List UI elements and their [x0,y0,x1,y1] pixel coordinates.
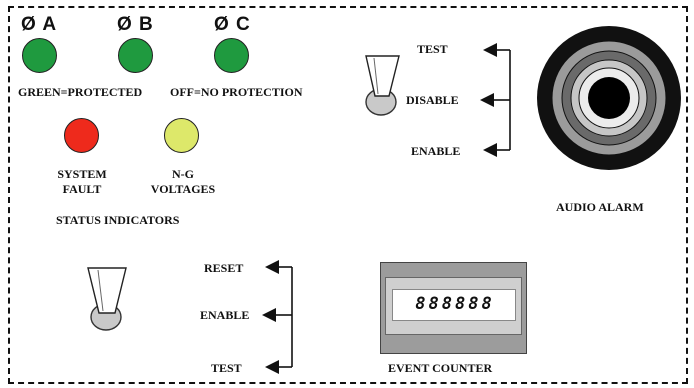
counter-digits: 888888 [415,294,495,314]
phase-b-label: Ø B [117,14,154,35]
counter-switch-test-label: TEST [211,361,242,375]
phase-b-led [118,38,153,73]
ng-voltages-label: N-G VOLTAGES [150,167,216,196]
phase-c-led [214,38,249,73]
panel-border [8,6,688,384]
phase-a-label: Ø A [21,14,58,35]
event-counter: 888888 [380,262,527,354]
phase-c-label: Ø C [214,14,251,35]
status-indicators-title: STATUS INDICATORS [56,213,180,227]
system-fault-led [64,118,99,153]
phase-a-led [22,38,57,73]
legend-green: GREEN=PROTECTED [18,85,143,99]
alarm-switch-arrows [480,43,511,157]
counter-display: 888888 [392,289,516,321]
system-fault-label: SYSTEM FAULT [57,167,107,196]
counter-toggle-switch[interactable] [87,267,127,331]
alarm-switch-disable-label: DISABLE [406,93,459,107]
ng-voltages-led [164,118,199,153]
alarm-switch-test-label: TEST [417,42,448,56]
audio-alarm-label: AUDIO ALARM [556,200,644,214]
legend-off: OFF=NO PROTECTION [170,85,303,99]
audio-alarm-speaker [537,26,681,170]
counter-switch-reset-label: RESET [204,261,244,275]
alarm-switch-enable-label: ENABLE [411,144,461,158]
counter-switch-enable-label: ENABLE [200,308,250,322]
alarm-toggle-switch[interactable] [365,55,400,116]
counter-switch-arrows [262,260,293,374]
event-counter-label: EVENT COUNTER [388,361,493,375]
